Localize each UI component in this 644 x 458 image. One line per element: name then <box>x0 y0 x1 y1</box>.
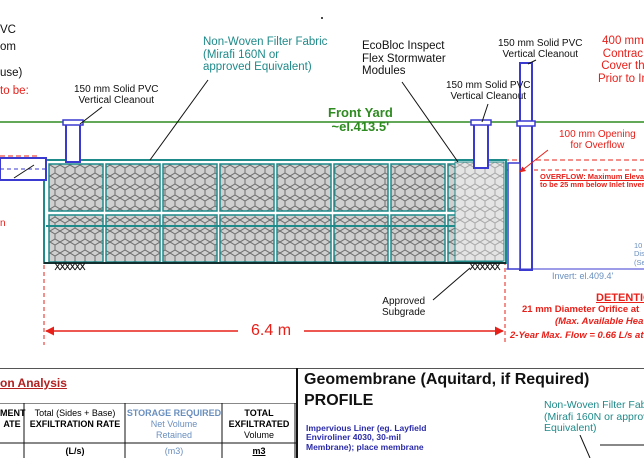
module-block <box>333 214 389 263</box>
contractor-note: 400 mm Contrac Cover th Prior to In <box>598 35 644 85</box>
overflow-opening-note: 100 mm Opening for Overflow <box>559 129 636 151</box>
module-block <box>162 163 218 212</box>
module-block <box>333 163 389 212</box>
invert-label: Invert: el.409.4' <box>552 271 614 281</box>
detention-title: DETENTION <box>596 292 644 304</box>
subgrade-hatch-left <box>54 262 86 271</box>
module-block <box>48 163 104 212</box>
panel-divider <box>296 368 298 458</box>
cleanout-right-note: 150 mm Solid PVC Vertical Cleanout <box>498 38 583 60</box>
col-header-3: STORAGE REQUIRED Net Volume Retained <box>126 408 222 440</box>
inlet-arrow <box>13 164 35 179</box>
col-header-2: Total (Sides + Base) EXFILTRATION RATE <box>29 408 121 429</box>
subgrade-hatch-right <box>469 262 501 271</box>
ecobloc-note: EcoBloc Inspect Flex Stormwater Modules <box>362 40 446 78</box>
geomembrane-subtitle: PROFILE <box>304 392 374 409</box>
overflow-note: OVERFLOW: Maximum Elevati to be 25 mm be… <box>540 172 644 190</box>
module-block <box>276 214 332 263</box>
fabric-leader <box>149 79 209 161</box>
col-3-unit: (m3) <box>164 446 184 456</box>
cleanout-mid-note: 150 mm Solid PVC Vertical Cleanout <box>446 80 531 102</box>
detention-flow: 2-Year Max. Flow = 0.66 L/s at <box>510 330 644 341</box>
module-block <box>219 163 275 212</box>
ecobloc-leader <box>401 81 459 163</box>
right-side-note: 10 Dis (Se <box>634 241 644 267</box>
col-4-unit: m3 <box>252 446 266 456</box>
detention-orifice: 21 mm Diameter Orifice at <box>522 304 640 315</box>
col-header-4: TOTAL EXFILTRATED Volume <box>228 408 290 440</box>
left-text-4: to be: <box>0 85 29 97</box>
module-block <box>162 214 218 263</box>
module-block <box>390 163 446 212</box>
front-yard-label: Front Yard ~el.413.5' <box>328 105 393 135</box>
profile-drawing <box>0 17 644 345</box>
module-block <box>105 163 161 212</box>
liner-note: Impervious Liner (eg. Layfield Envirolin… <box>306 423 427 452</box>
cleanout-left-note: 150 mm Solid PVC Vertical Cleanout <box>74 84 159 106</box>
section-divider <box>0 368 644 369</box>
detention-head: (Max. Available Hea <box>555 316 644 327</box>
width-dimension-label: 6.4 m <box>251 322 292 339</box>
cleanout-mid-pipe <box>473 121 489 169</box>
cleanout-left-pipe <box>65 121 81 163</box>
left-text-3: use) <box>0 67 23 79</box>
fabric-note: Non-Woven Filter Fabric (Mirafi 160N or … <box>203 36 328 74</box>
module-block <box>48 214 104 263</box>
analysis-table-grid <box>0 403 296 458</box>
left-text-2: om <box>0 41 16 53</box>
inspection-module <box>454 161 505 262</box>
module-block <box>219 214 275 263</box>
col-header-1: MENT ATE <box>0 408 26 429</box>
analysis-title: on Analysis <box>0 376 67 390</box>
module-block <box>105 214 161 263</box>
subgrade-leader <box>432 267 471 301</box>
module-block <box>390 214 446 263</box>
geomembrane-title: Geomembrane (Aquitard, if Required) <box>304 371 590 388</box>
outlet-box <box>507 162 521 270</box>
module-block <box>276 163 332 212</box>
left-text-1: VC <box>0 24 16 36</box>
col-2-unit: (L/s) <box>65 446 85 456</box>
geomembrane-fabric-note: Non-Woven Filter Fabric (Mirafi 160N or … <box>544 399 644 435</box>
subgrade-label: Approved Subgrade <box>382 296 426 318</box>
geomembrane-leader <box>579 435 644 458</box>
left-small-text: n <box>0 218 6 229</box>
